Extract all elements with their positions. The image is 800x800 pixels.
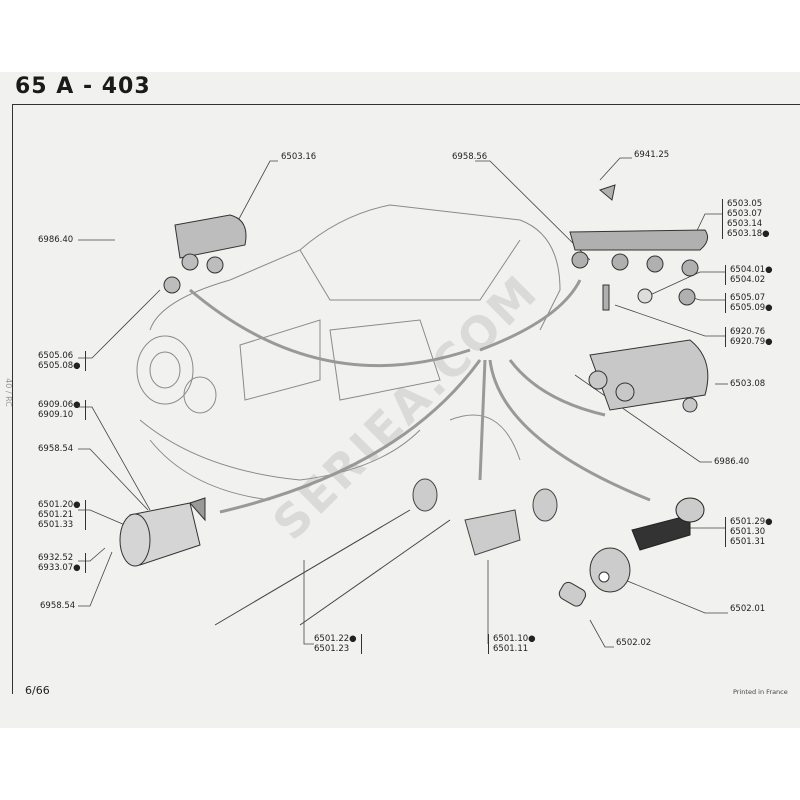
- part-number: 6933.07●: [38, 563, 81, 573]
- part-number: 6503.16: [281, 152, 317, 162]
- direction-arrows: [189, 279, 651, 514]
- part-number: 6958.56: [452, 152, 488, 162]
- callout-6941-25: 6941.25: [634, 150, 669, 160]
- part-number: 6505.08●: [38, 361, 81, 371]
- callout-6501-22: 6501.22●6501.23: [314, 634, 362, 654]
- callout-6986-40-top: 6986.40: [38, 235, 73, 245]
- printed-in-france: Printed in France: [733, 688, 788, 696]
- page-number: 6/66: [25, 684, 50, 697]
- part-number: 6501.23: [314, 644, 350, 654]
- part-number: 6958.54: [40, 601, 76, 611]
- part-number: 6502.02: [616, 638, 652, 648]
- part-number: 6501.29●: [730, 517, 773, 527]
- part-number: 6503.05: [727, 199, 763, 209]
- part-number: 6501.22●: [314, 634, 357, 644]
- part-number: 6909.10: [38, 410, 74, 420]
- part-number: 6920.76: [730, 327, 766, 337]
- part-number: 6502.01: [730, 604, 766, 614]
- callout-6503-16: 6503.16: [281, 152, 316, 162]
- part-number: 6501.31: [730, 537, 766, 547]
- car-outline: [136, 204, 561, 501]
- callout-6909: 6909.06●6909.10: [38, 400, 86, 420]
- part-number: 6503.08: [730, 379, 766, 389]
- part-number: 6503.07: [727, 209, 763, 219]
- part-number: 6501.33: [38, 520, 74, 530]
- part-switch-black: [631, 497, 705, 551]
- part-number: 6941.25: [634, 150, 670, 160]
- callout-6958-54-bottom: 6958.54: [40, 601, 75, 611]
- part-number: 6501.11: [493, 644, 529, 654]
- part-number: 6503.14: [727, 219, 763, 229]
- part-number: 6986.40: [714, 457, 750, 467]
- part-switch-plate-right: [569, 184, 709, 311]
- part-switch-plate-lower: [588, 339, 709, 413]
- page-title: 65 A - 403: [15, 74, 151, 99]
- part-number: 6504.02: [730, 275, 766, 285]
- part-number: 6501.20●: [38, 500, 81, 510]
- part-grommet: [558, 547, 631, 607]
- part-starter-motor: [119, 497, 206, 567]
- callout-6503-08: 6503.08: [730, 379, 765, 389]
- callout-6958-54-top: 6958.54: [38, 444, 73, 454]
- part-number: 6504.01●: [730, 265, 773, 275]
- part-number: 6503.18●: [727, 229, 770, 239]
- callout-6502-02: 6502.02: [616, 638, 651, 648]
- part-number: 6505.07: [730, 293, 766, 303]
- part-number: 6501.30: [730, 527, 766, 537]
- part-cables: [214, 478, 558, 626]
- callout-6958-56: 6958.56: [452, 152, 487, 162]
- callout-6504: 6504.01●6504.02: [725, 265, 773, 285]
- part-number: 6501.21: [38, 510, 74, 520]
- part-number: 6932.52: [38, 553, 74, 563]
- part-number: 6920.79●: [730, 337, 773, 347]
- part-number: 6505.09●: [730, 303, 773, 313]
- callout-6501-10: 6501.10●6501.11: [488, 634, 536, 654]
- frame-border-left: [12, 104, 13, 694]
- part-number: 6505.06: [38, 351, 74, 361]
- callout-6986-40-right: 6986.40: [714, 457, 749, 467]
- part-number: 6909.06●: [38, 400, 81, 410]
- part-number: 6986.40: [38, 235, 74, 245]
- part-switch-plate-top: [163, 214, 247, 294]
- part-number: 6501.10●: [493, 634, 536, 644]
- frame-border-top: [12, 104, 800, 105]
- callout-6502-01: 6502.01: [730, 604, 765, 614]
- part-number: 6958.54: [38, 444, 74, 454]
